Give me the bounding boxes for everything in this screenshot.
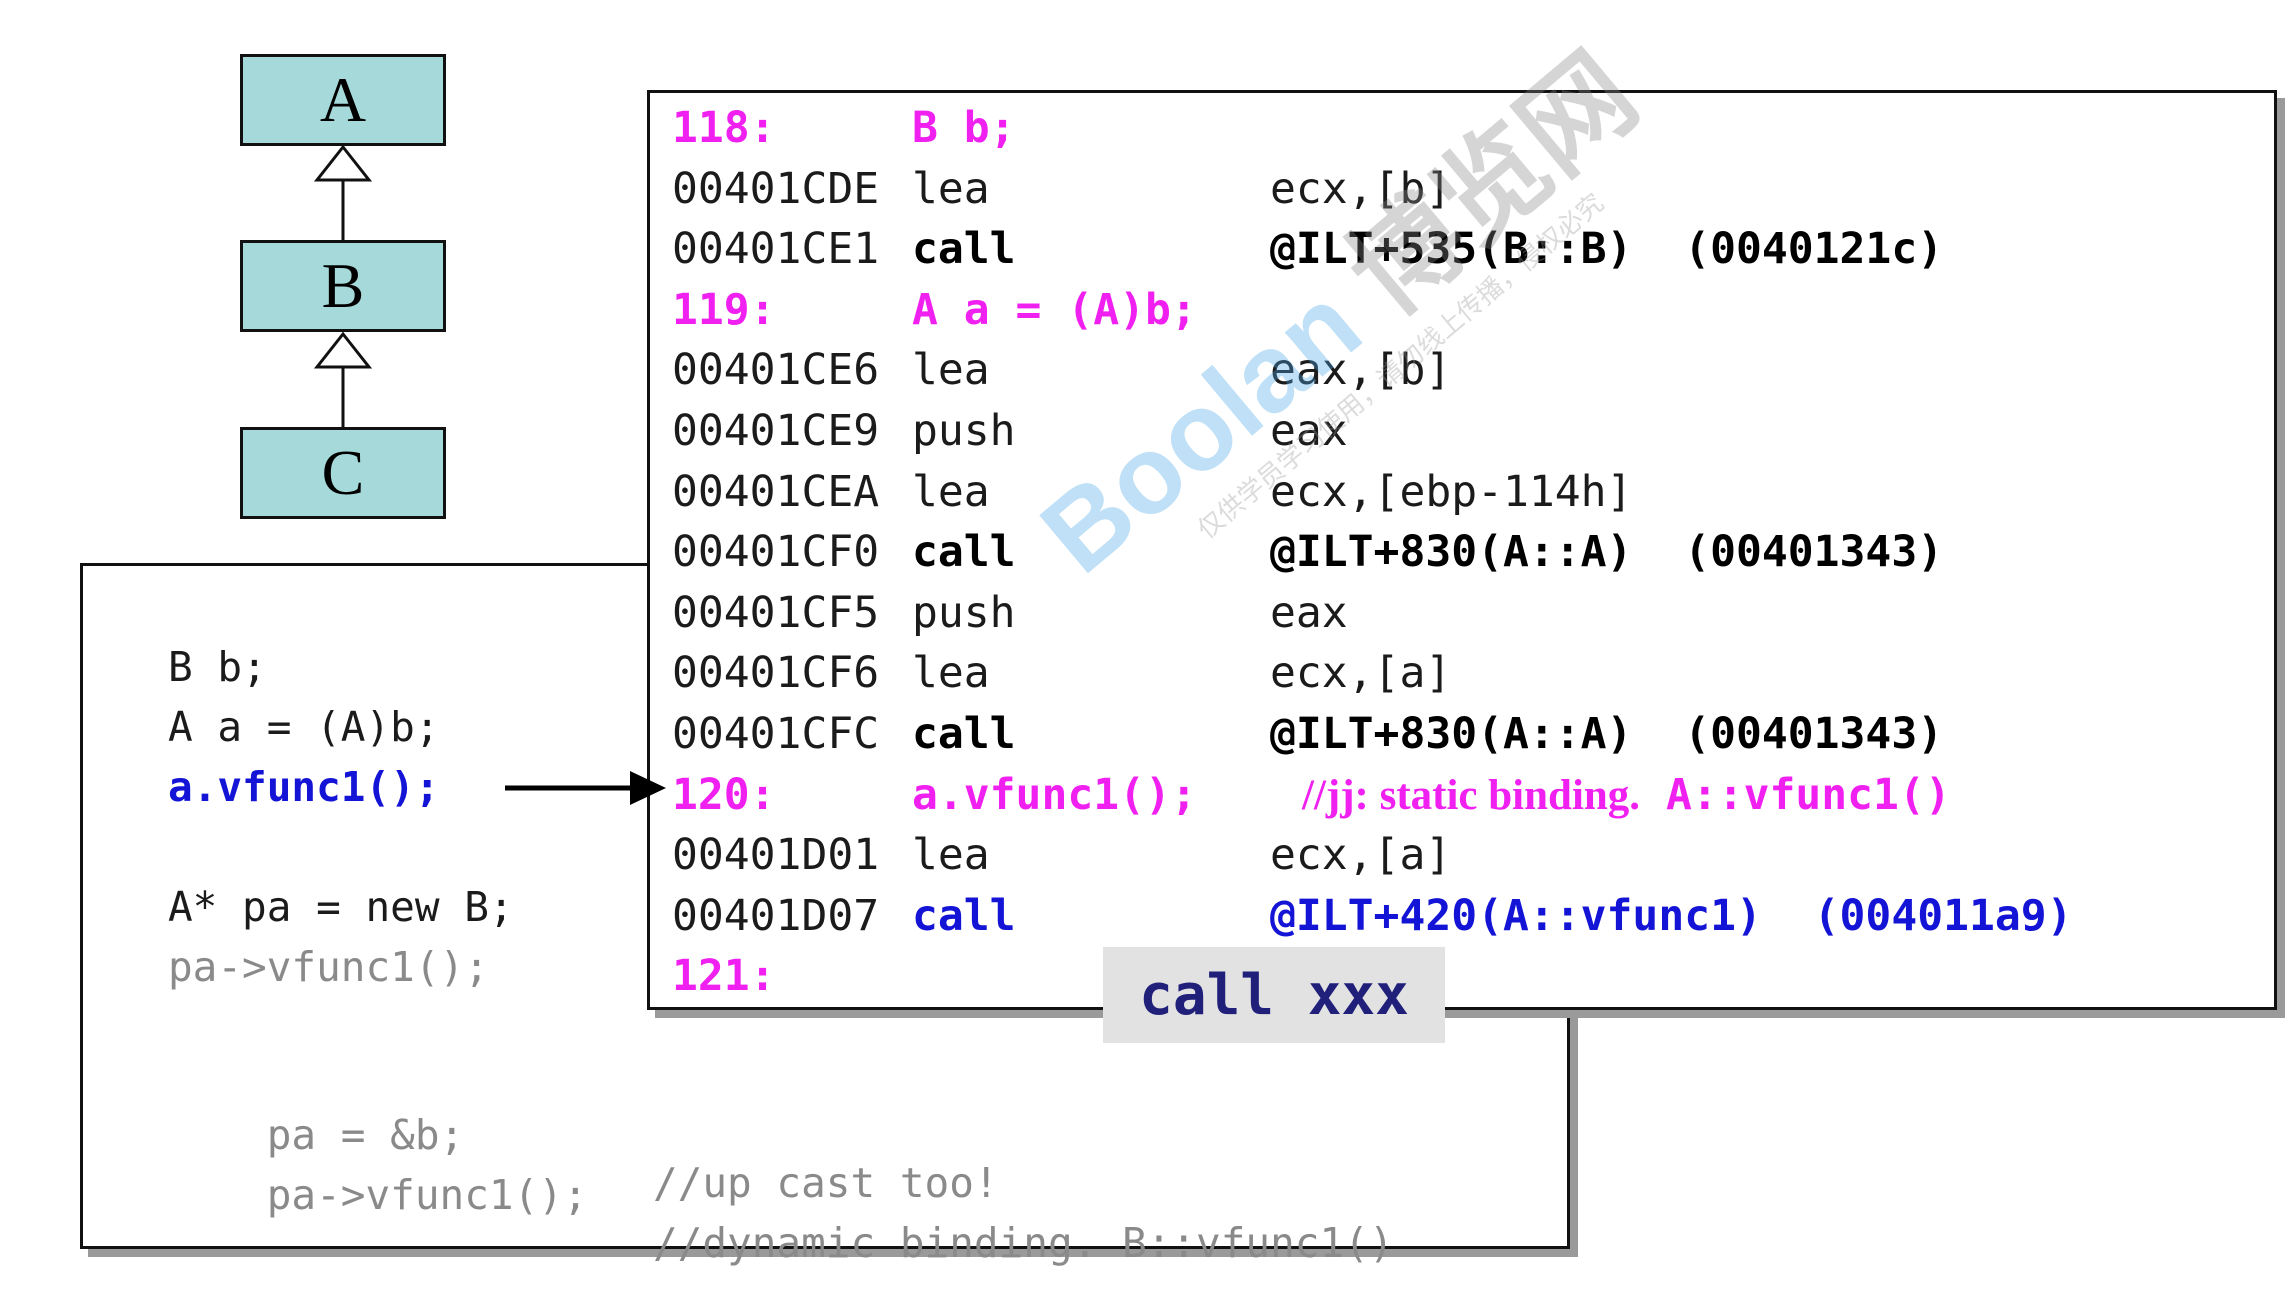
asm-operand: ecx,[ebp-114h]	[1270, 466, 1633, 517]
asm-address: 00401D07	[672, 890, 880, 941]
asm-line-number: 120:	[672, 769, 776, 820]
asm-operand: eax	[1270, 406, 1348, 456]
asm-source-text: A a = (A)b;	[912, 284, 1197, 335]
asm-address: 00401CE1	[672, 224, 880, 275]
asm-source-text: a.vfunc1();	[912, 769, 1197, 820]
asm-operand: ecx,[a]	[1270, 830, 1452, 881]
asm-opcode: push	[912, 406, 1016, 456]
asm-address: 00401CEA	[672, 466, 880, 517]
inherit-arrowhead-c-b	[313, 331, 373, 369]
code-line-2: A a = (A)b;	[168, 703, 440, 751]
asm-address: 00401CF0	[672, 527, 880, 578]
assembly-panel: 118: B b; 00401CDE lea ecx,[b] 00401CE1 call @I…	[647, 90, 2277, 1010]
code-line-4: A* pa = new B;	[168, 883, 514, 931]
call-xxx-callout: call xxx	[1103, 947, 1445, 1043]
asm-binding-note-code: A::vfunc1()	[1665, 769, 1951, 820]
asm-operand: eax	[1270, 587, 1348, 638]
code-line-7-comment: //dynamic binding. B::vfunc1()	[653, 1219, 1394, 1267]
asm-opcode: call	[912, 527, 1016, 578]
asm-line-number: 119:	[672, 284, 776, 335]
pointer-arrow	[505, 771, 666, 805]
uml-connectors	[313, 144, 373, 427]
asm-opcode: lea	[912, 830, 990, 881]
asm-opcode: call	[912, 224, 1016, 275]
code-line-6: pa = &b; //up cast too!	[168, 1063, 999, 1255]
asm-opcode: lea	[912, 345, 990, 396]
asm-address: 00401CE9	[672, 406, 880, 456]
code-line-7: pa->vfunc1(); //dynamic binding. B::vfun…	[168, 1123, 1394, 1315]
asm-operand: eax,[b]	[1270, 345, 1452, 396]
asm-opcode: lea	[912, 648, 990, 699]
asm-opcode: call	[912, 709, 1016, 759]
asm-operand: @ILT+420(A::vfunc1) (004011a9)	[1270, 890, 2073, 941]
asm-binding-note-text: //jj: static binding.	[1302, 771, 1641, 819]
asm-line-number: 118:	[672, 103, 776, 153]
asm-opcode: push	[912, 587, 1016, 638]
code-line-1: B b;	[168, 643, 267, 691]
pointer-arrow-head	[630, 771, 666, 805]
asm-address: 00401CDE	[672, 163, 880, 214]
code-line-5: pa->vfunc1();	[168, 943, 489, 991]
uml-class-a: A	[240, 54, 446, 146]
asm-binding-note: //jj: static binding. A::vfunc1()	[1302, 770, 1951, 820]
inherit-arrowhead-b-a	[313, 144, 373, 182]
asm-source-text: B b;	[912, 103, 1016, 153]
asm-address: 00401D01	[672, 830, 880, 881]
asm-operand: ecx,[a]	[1270, 648, 1452, 699]
asm-address: 00401CF5	[672, 587, 880, 638]
asm-opcode: call	[912, 890, 1016, 941]
asm-operand: @ILT+830(A::A) (00401343)	[1270, 709, 1944, 759]
code-line-3: a.vfunc1();	[168, 763, 440, 811]
code-line-7-stmt: pa->vfunc1();	[266, 1171, 588, 1219]
asm-operand: ecx,[b]	[1270, 163, 1452, 214]
asm-opcode: lea	[912, 163, 990, 214]
asm-address: 00401CE6	[672, 345, 880, 396]
code-line-6-stmt: pa = &b;	[266, 1111, 465, 1159]
asm-line-number: 121:	[672, 951, 776, 1002]
uml-class-c: C	[240, 427, 446, 519]
asm-operand: @ILT+535(B::B) (0040121c)	[1270, 224, 1944, 275]
uml-class-b: B	[240, 240, 446, 332]
code-line-6-comment: //up cast too!	[653, 1159, 999, 1207]
asm-address: 00401CF6	[672, 648, 880, 699]
asm-operand: @ILT+830(A::A) (00401343)	[1270, 527, 1944, 578]
asm-address: 00401CFC	[672, 709, 880, 759]
asm-opcode: lea	[912, 466, 990, 517]
